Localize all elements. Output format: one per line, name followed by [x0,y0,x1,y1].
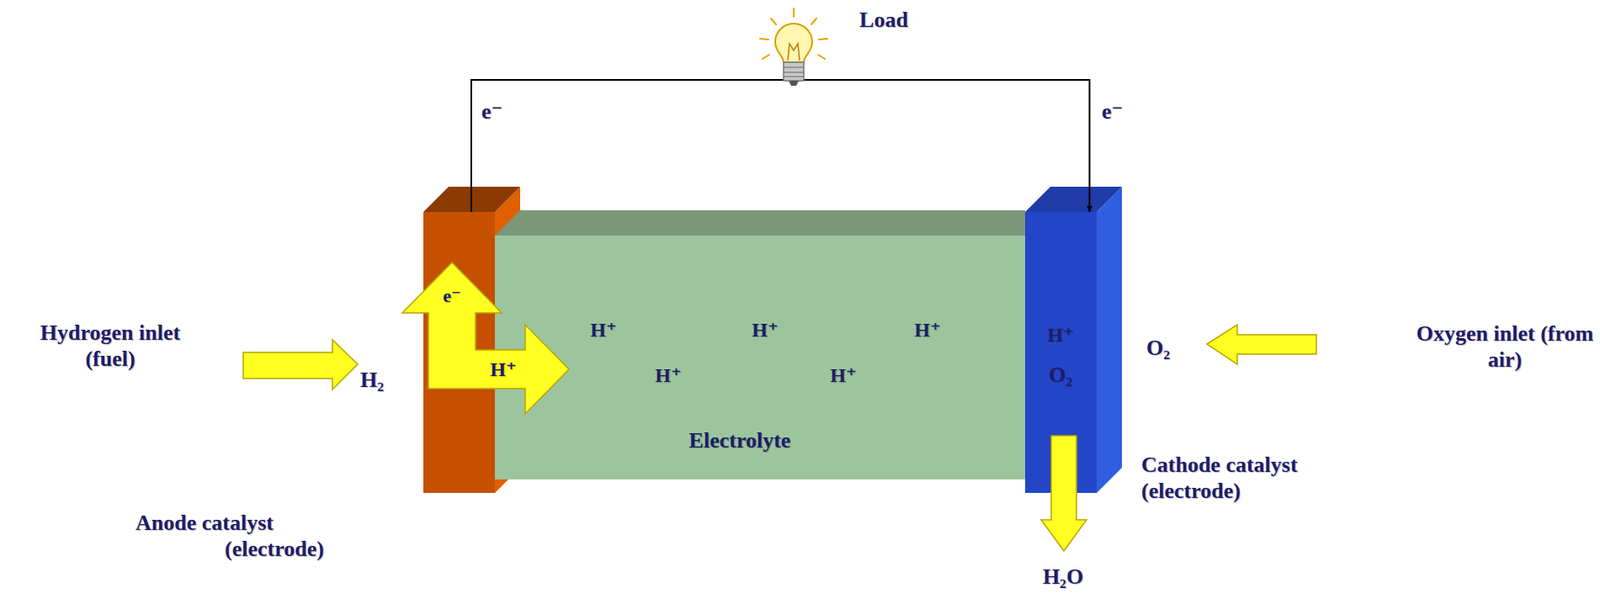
cathode-side [1096,186,1122,494]
electron-label: e⁻ [1101,98,1123,125]
electrode-label: Cathode catalyst (electrode) [1141,451,1344,505]
light-bulb [760,8,828,86]
inlet-label: Hydrogen inlet (fuel) [21,319,199,373]
proton: H⁺ [654,363,681,389]
proton: H⁺ [829,363,856,389]
electrode-label: Anode catalyst (electrode) [135,510,377,563]
gas-formula: O₂ [1146,334,1170,362]
proton: H⁺ [590,318,617,343]
proton: H⁺ [1047,323,1074,348]
water-formula: H₂O [1042,563,1084,591]
oxygen-formula: O₂ [1048,361,1073,389]
hydrogen-inlet-arrow [243,340,358,390]
proton: H⁺ [751,318,778,343]
electrolyte-block: H⁺ H⁺ H⁺ H⁺ H⁺ Electrolyte [494,235,1026,480]
electron-label: e⁻ [442,285,461,308]
proton: H⁺ [914,318,941,343]
load-label: Load [859,6,909,33]
electron-label: e⁻ [481,98,503,125]
cathode-top [1025,186,1122,213]
oxygen-inlet-arrow [1206,324,1317,365]
electrolyte-label: Electrolyte [689,427,792,454]
circuit-wire [471,79,1090,213]
inlet-label: Oxygen inlet (from air) [1412,320,1598,373]
electrolyte-top [494,210,1026,236]
gas-formula: H₂ [360,366,384,394]
proton: H⁺ [489,357,516,383]
